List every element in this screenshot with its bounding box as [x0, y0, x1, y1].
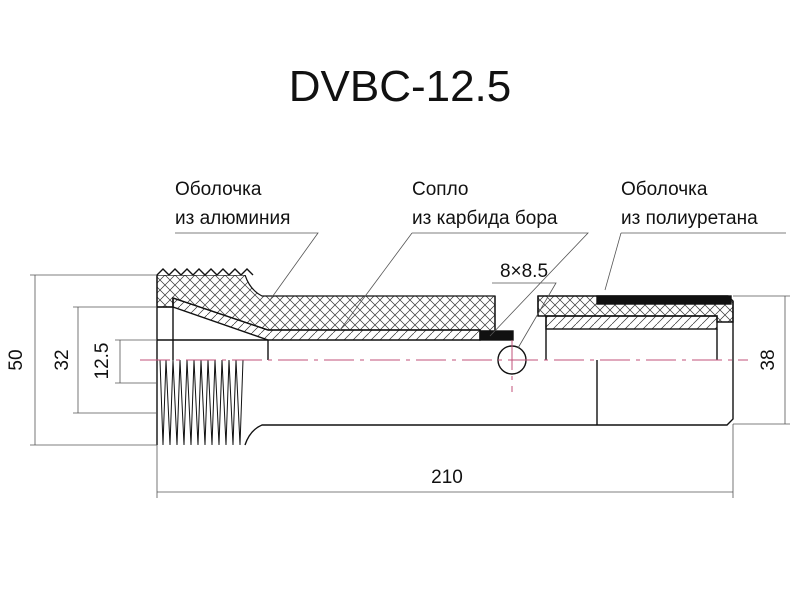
label-line-2: из полиуретана [621, 208, 758, 229]
dim-50-lines [30, 274, 157, 446]
leader-hole [492, 282, 557, 349]
dim-end-diameter: 38 [758, 349, 779, 370]
label-line-2: из алюминия [175, 208, 291, 229]
dim-bore-diameter: 12.5 [92, 343, 113, 380]
label-line-1: Сопло [412, 179, 469, 200]
aluminum-shell-section [156, 274, 496, 332]
dim-holes: 8×8.5 [500, 261, 548, 282]
leader-polyurethane [604, 232, 786, 291]
thread-bottom [159, 359, 244, 446]
dim-38-lines [733, 295, 790, 425]
label-line-1: Оболочка [175, 179, 262, 200]
polyurethane-shell-black [596, 295, 732, 305]
leader-nozzle [339, 232, 589, 337]
dim-32-lines [73, 306, 157, 414]
label-polyurethane-shell: Оболочка из полиуретана [621, 175, 758, 233]
label-aluminum-shell: Оболочка из алюминия [175, 175, 290, 233]
inner-sleeve-section [545, 315, 718, 330]
centerline [140, 340, 748, 392]
drawing-title: DVBC-12.5 [288, 62, 512, 111]
dim-thread-diameter: 32 [52, 349, 73, 370]
label-line-1: Оболочка [621, 179, 708, 200]
dim-outer-diameter: 50 [6, 349, 27, 370]
dim-length: 210 [431, 467, 463, 488]
label-line-2: из карбида бора [412, 208, 558, 229]
thread-top [156, 268, 254, 276]
dim-12.5-lines [115, 339, 157, 384]
nozzle-seal-black [479, 330, 514, 341]
dim-210-lines [156, 424, 734, 498]
label-nozzle: Сопло из карбида бора [412, 175, 557, 233]
leader-aluminum [175, 232, 319, 301]
